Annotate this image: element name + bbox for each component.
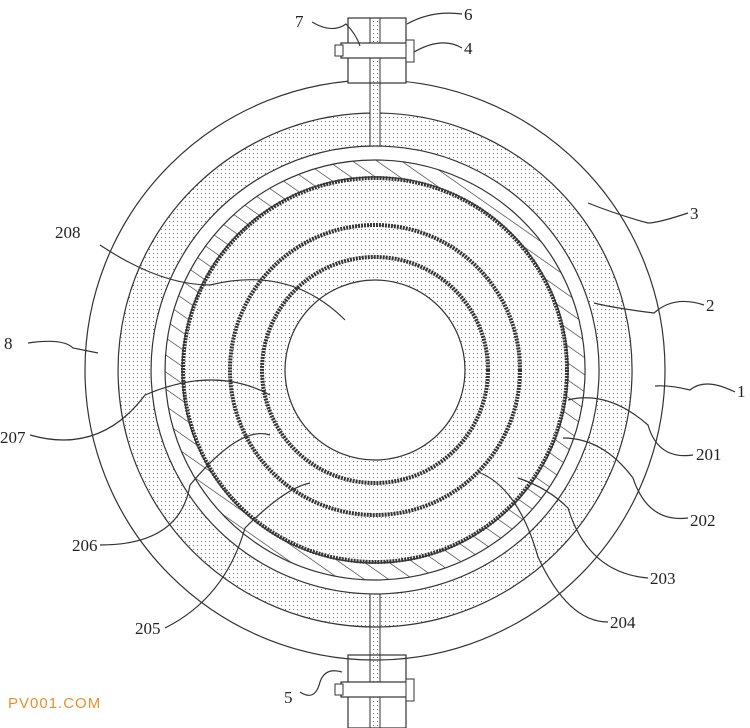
label-4: 4: [464, 39, 473, 58]
watermark: PV001.COM: [8, 695, 101, 712]
label-204: 204: [610, 613, 636, 632]
label-206: 206: [72, 536, 98, 555]
label-203: 203: [650, 569, 676, 588]
layer-201: [181, 176, 569, 564]
bore-208: [284, 279, 466, 461]
inner-dotted-body: [182, 177, 569, 563]
label-207: 207: [0, 428, 26, 447]
label-202: 202: [690, 511, 716, 530]
label-5: 5: [284, 688, 293, 707]
label-205: 205: [135, 619, 161, 638]
insulation-ring-3: [117, 112, 633, 628]
label-6: 6: [464, 5, 473, 24]
bottom-clamp: [334, 593, 415, 728]
label-2: 2: [706, 296, 715, 315]
layer-203: [228, 223, 522, 517]
layer-205: [260, 255, 490, 485]
top-clamp: [334, 17, 415, 147]
label-3: 3: [690, 204, 699, 223]
label-208: 208: [55, 223, 81, 242]
label-1: 1: [737, 382, 746, 401]
leader-lines: [27, 12, 736, 696]
label-8: 8: [4, 334, 13, 353]
label-7: 7: [295, 12, 304, 31]
label-201: 201: [696, 445, 722, 464]
